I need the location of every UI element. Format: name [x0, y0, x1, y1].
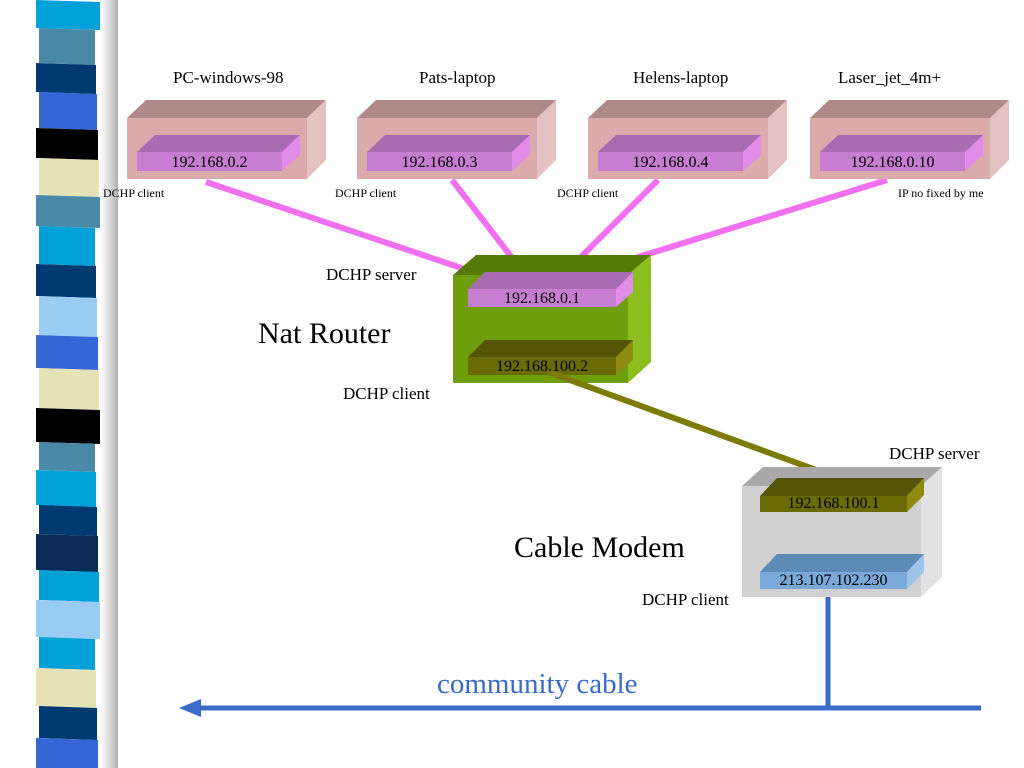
modem-wan-ip: 213.107.102.230: [779, 572, 888, 589]
stripe-block: [36, 534, 98, 572]
stripe-block: [39, 296, 97, 337]
device-box-4: [810, 100, 1009, 179]
device-role-4: IP no fixed by me: [898, 186, 984, 200]
cable-label: community cable: [437, 668, 638, 700]
stripe-block: [39, 158, 99, 197]
community-cable: [179, 597, 981, 717]
stripe-block: [39, 28, 95, 65]
device-role-2: DCHP client: [335, 186, 397, 200]
modem-title: Cable Modem: [514, 531, 685, 564]
stripe-block: [36, 335, 98, 370]
device-ip-2: 192.168.0.3: [401, 154, 478, 171]
stripe-block: [36, 195, 100, 228]
device-name-4: Laser_jet_4m+: [838, 68, 942, 87]
decorative-side-stripe: [0, 0, 118, 768]
device-box-2: [357, 100, 556, 179]
stripe-block: [36, 600, 100, 639]
stripe-block: [36, 128, 98, 160]
stripe-block: [36, 63, 96, 94]
stripe-block: [39, 637, 95, 670]
modem-wan-role: DCHP client: [642, 590, 729, 609]
cable-arrow-head: [179, 699, 201, 717]
device-box-3: [588, 100, 787, 179]
stripe-block: [39, 505, 97, 536]
stripe-block: [39, 92, 97, 130]
router-lan-role: DCHP server: [326, 265, 417, 284]
stripe-block: [39, 368, 99, 410]
stripe-block: [36, 0, 100, 30]
device-role-3: DCHP client: [557, 186, 619, 200]
stripe-block: [36, 470, 96, 507]
router-lan-ip: 192.168.0.1: [504, 290, 580, 307]
router-title: Nat Router: [258, 317, 391, 350]
device-name-3: Helens-laptop: [633, 68, 729, 87]
router-wan-role: DCHP client: [343, 384, 430, 403]
device-box-1: [127, 100, 326, 179]
stripe-block: [39, 706, 97, 740]
stripe-block: [36, 668, 96, 708]
stripe-block: [36, 738, 98, 768]
modem-lan-ip: 192.168.100.1: [787, 495, 880, 512]
modem-lan-role: DCHP server: [889, 444, 980, 463]
stripe-block: [39, 226, 95, 266]
modem-box: [742, 467, 942, 597]
device-ip-3: 192.168.0.4: [632, 154, 709, 171]
stripe-block: [36, 408, 100, 444]
stripe-block: [39, 442, 95, 472]
device-ip-1: 192.168.0.2: [171, 154, 248, 171]
device-ip-4: 192.168.0.10: [850, 154, 935, 171]
stripe-block: [36, 264, 96, 298]
device-name-2: Pats-laptop: [419, 68, 496, 87]
device-name-1: PC-windows-98: [173, 68, 284, 87]
stripe-block: [39, 570, 99, 602]
link-pc1-router: [205, 179, 504, 285]
router-wan-ip: 192.168.100.2: [496, 358, 588, 375]
link-router-modem: [546, 369, 840, 481]
device-role-1: DCHP client: [103, 186, 165, 200]
router-box: [453, 255, 651, 383]
